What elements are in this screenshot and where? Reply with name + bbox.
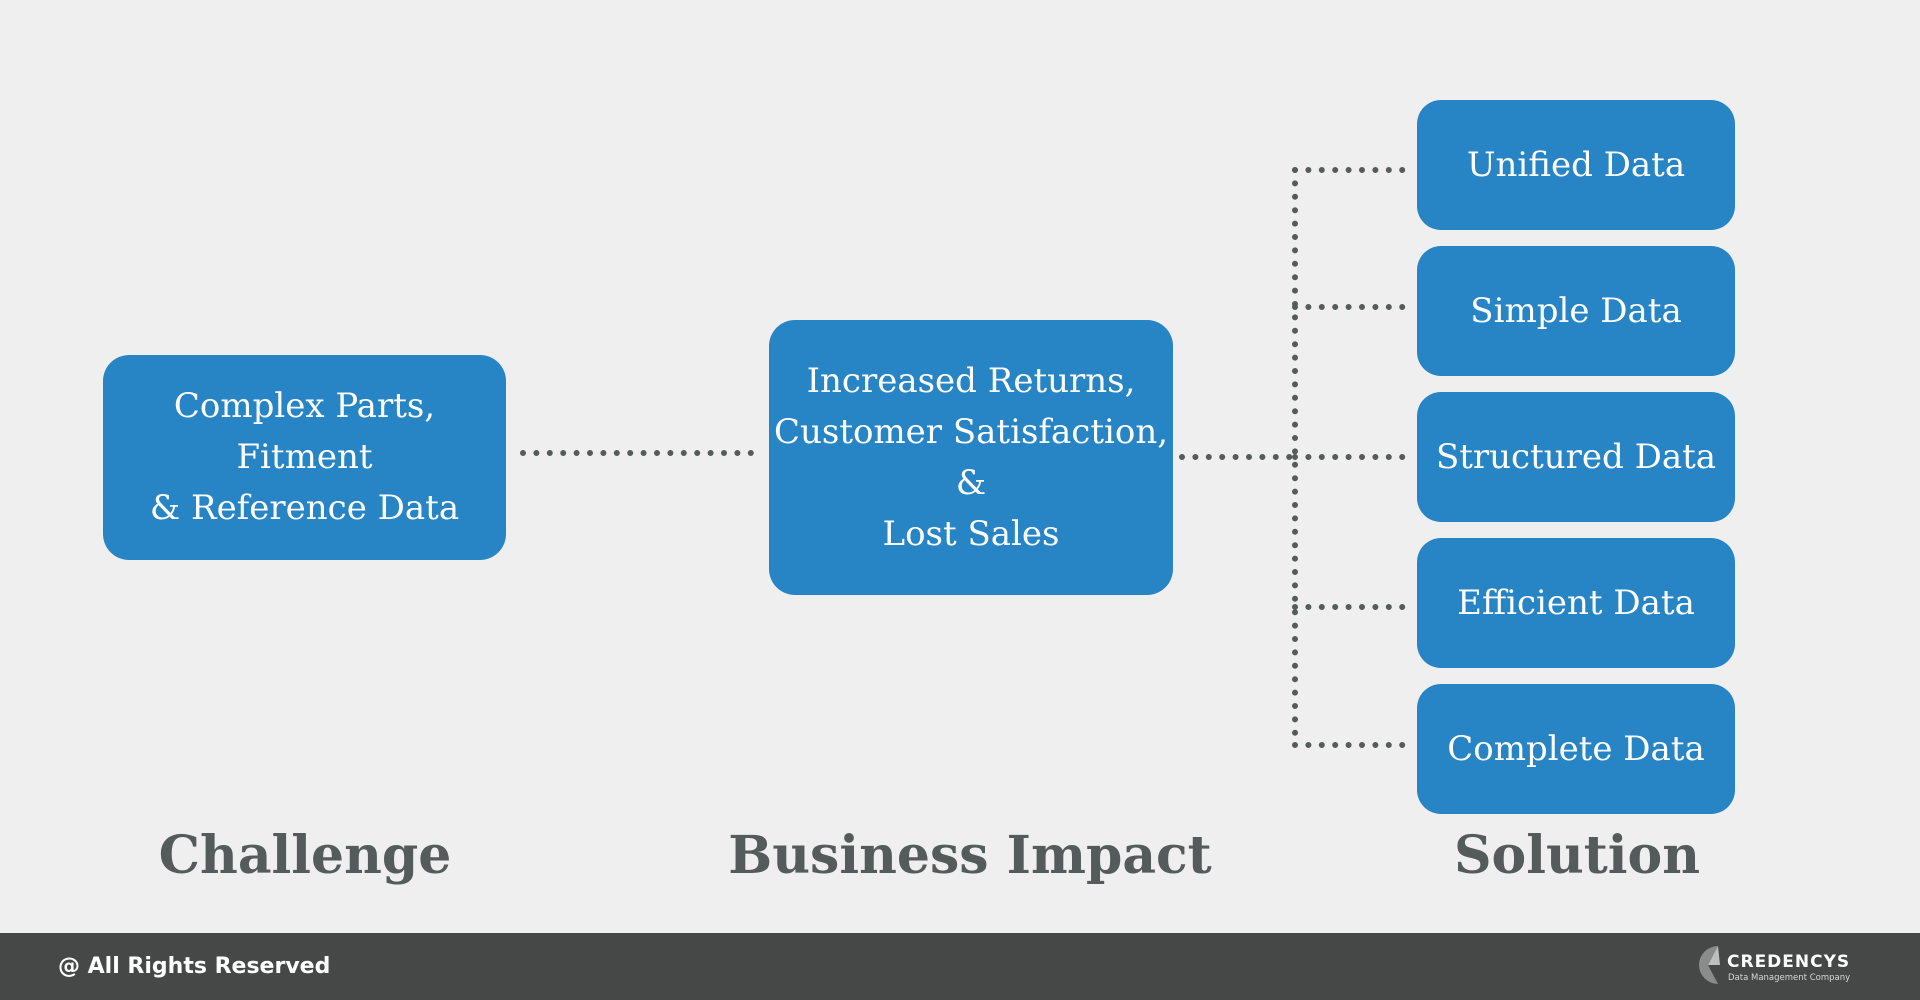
business-impact-box-line: Customer Satisfaction, & — [773, 411, 1169, 503]
solution-box-simple: Simple Data — [1417, 246, 1735, 376]
logo-name: CREDENCYS — [1727, 952, 1851, 972]
footer-bar: @ All Rights Reserved — [0, 933, 1920, 1000]
logo-tagline: Data Management Company — [1728, 973, 1851, 983]
solution-box-label: Unified Data — [1466, 144, 1686, 185]
challenge-box: Complex Parts, Fitment & Reference Data — [103, 355, 506, 560]
business-impact-box-line: Lost Sales — [882, 513, 1060, 554]
solution-box-unified: Unified Data — [1417, 100, 1735, 230]
solution-box-label: Complete Data — [1447, 728, 1705, 769]
challenge-box-line: Complex Parts, Fitment — [173, 386, 436, 477]
business-impact-heading: Business Impact — [728, 825, 1212, 886]
challenge-heading: Challenge — [158, 825, 452, 886]
solution-heading: Solution — [1453, 825, 1701, 886]
solution-box-efficient: Efficient Data — [1417, 538, 1735, 668]
solution-box-complete: Complete Data — [1417, 684, 1735, 814]
credencys-logo-mark-icon — [1698, 946, 1720, 984]
challenge-box-line: & Reference Data — [149, 488, 460, 528]
solution-box-label: Efficient Data — [1457, 582, 1695, 623]
credencys-logo: CREDENCYS Data Management Company — [1690, 940, 1850, 992]
rights-reserved-text: @ All Rights Reserved — [58, 954, 331, 979]
business-impact-box-line: Increased Returns, — [806, 360, 1136, 401]
solution-box-label: Structured Data — [1435, 436, 1717, 477]
solution-box-label: Simple Data — [1470, 290, 1682, 331]
business-impact-box: Increased Returns, Customer Satisfaction… — [769, 320, 1173, 595]
solution-box-structured: Structured Data — [1417, 392, 1735, 522]
